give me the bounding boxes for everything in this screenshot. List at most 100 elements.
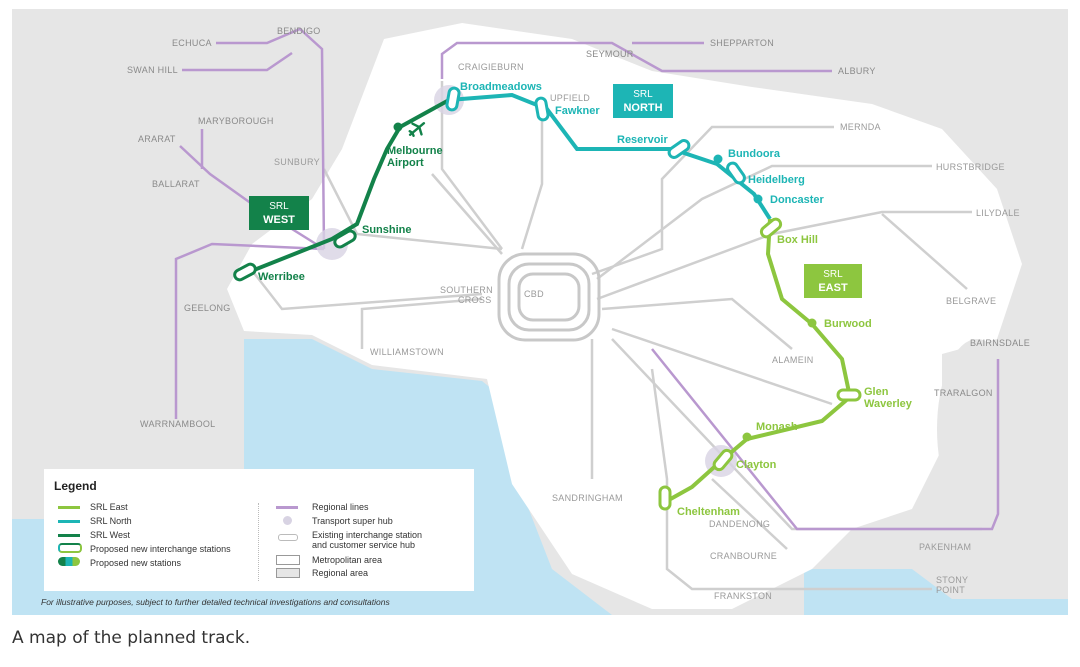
- srl-north-tag-line2: NORTH: [623, 102, 662, 114]
- legend-swatch-interchange: [58, 543, 82, 553]
- label-traralgon: TRARALGON: [934, 388, 993, 398]
- legend-swatch-super-hub: [283, 516, 292, 525]
- interchange-clayton: [712, 448, 734, 472]
- legend-srl-north: SRL North: [90, 516, 132, 526]
- metro-line-sunbury: [322, 168, 503, 251]
- metro-line-lilydale: [596, 210, 972, 301]
- label-melbourne: Melbourne: [387, 145, 443, 157]
- label-seymour: SEYMOUR: [586, 49, 634, 59]
- legend-regional-area: Regional area: [312, 568, 369, 578]
- label-clayton: Clayton: [736, 459, 777, 471]
- station-dot-monash: [742, 432, 752, 442]
- regional-line-geelong: [174, 242, 325, 419]
- legend-interchange: Proposed new interchange stations: [90, 544, 231, 554]
- label-frankston: FRANKSTON: [714, 591, 772, 601]
- label-alamein: ALAMEIN: [772, 355, 814, 365]
- label-reservoir: Reservoir: [617, 134, 668, 146]
- legend-regional-lines: Regional lines: [312, 502, 369, 512]
- metro-line-alamein: [601, 297, 793, 350]
- interchange-box-hill: [759, 217, 783, 239]
- label-sunbury: SUNBURY: [274, 157, 320, 167]
- interchange-stations: [233, 86, 862, 511]
- legend-swatch-srl-east: [58, 506, 80, 509]
- metro-line-cranbourne: [711, 478, 788, 550]
- legend: Legend SRL East SRL North SRL West Propo…: [44, 469, 474, 591]
- label-point: POINT: [936, 585, 965, 595]
- legend-swatch-existing-interchange: [278, 534, 298, 541]
- metro-line-werribee-metro: [246, 263, 483, 311]
- regional-labels: BENDIGO ECHUCA SWAN HILL MARYBOROUGH ARA…: [127, 26, 1030, 429]
- interchange-glen-waverley: [836, 388, 862, 402]
- legend-swatch-srl-west: [58, 534, 80, 537]
- label-waverley: Waverley: [864, 398, 913, 410]
- label-maryborough: MARYBOROUGH: [198, 116, 274, 126]
- label-glen: Glen: [864, 386, 889, 398]
- regional-lake: [937, 339, 1017, 519]
- label-upfield: UPFIELD: [550, 93, 590, 103]
- srl-west-tag-line1: SRL: [269, 201, 289, 212]
- label-echuca: ECHUCA: [172, 38, 212, 48]
- label-broadmeadows: Broadmeadows: [460, 81, 542, 93]
- srl-east-tag-line2: EAST: [818, 282, 848, 294]
- label-pakenham: PAKENHAM: [919, 542, 971, 552]
- srl-west-tag: SRL WEST: [249, 196, 309, 230]
- label-cranbourne: CRANBOURNE: [710, 551, 777, 561]
- label-cbd: CBD: [524, 289, 544, 299]
- metro-line-glen-waverley: [611, 327, 833, 406]
- label-bundoora: Bundoora: [728, 148, 781, 160]
- label-cheltenham: Cheltenham: [677, 506, 740, 518]
- metro-line-mernda: [591, 125, 834, 276]
- station-dot-doncaster: [753, 194, 763, 204]
- interchange-reservoir: [667, 139, 691, 159]
- image-caption: A map of the planned track.: [12, 628, 251, 648]
- metro-line-south-morang: [431, 173, 503, 255]
- metropolitan-area: [227, 23, 1022, 609]
- metro-line-frankston: [650, 368, 932, 591]
- srl-east-tag-line1: SRL: [823, 269, 843, 280]
- label-sandringham: SANDRINGHAM: [552, 493, 623, 503]
- legend-swatch-metro-area: [276, 555, 300, 565]
- legend-existing-interchange-1: Existing interchange station: [312, 530, 423, 540]
- label-burwood: Burwood: [824, 318, 872, 330]
- cbd-loop: [497, 252, 601, 342]
- label-werribee: Werribee: [258, 271, 305, 283]
- interchange-cheltenham: [658, 485, 672, 511]
- regional-line-seymour: [440, 41, 832, 79]
- legend-title: Legend: [54, 479, 97, 493]
- metro-line-upfield: [520, 109, 544, 250]
- legend-new-stations: Proposed new stations: [90, 558, 182, 568]
- map-frame: SRL WEST SRL NORTH SRL EAST Broadmeadows…: [12, 9, 1068, 615]
- label-airport: Airport: [387, 157, 424, 169]
- legend-existing-interchange-2: and customer service hub: [312, 540, 416, 550]
- label-southern: SOUTHERN: [440, 285, 493, 295]
- label-doncaster: Doncaster: [770, 194, 825, 206]
- western-port: [804, 569, 1068, 615]
- legend-super-hub: Transport super hub: [312, 516, 393, 526]
- legend-metro-area: Metropolitan area: [312, 555, 383, 565]
- station-dot-bundoora: [713, 154, 723, 164]
- label-shepparton: SHEPPARTON: [710, 38, 774, 48]
- legend-swatch-regional: [276, 506, 298, 509]
- srl-east-tag: SRL EAST: [804, 264, 862, 298]
- label-sunshine: Sunshine: [362, 224, 412, 236]
- label-ararat: ARARAT: [138, 134, 176, 144]
- interchange-werribee: [233, 262, 257, 282]
- label-monash: Monash: [756, 421, 798, 433]
- label-cross: CROSS: [458, 295, 492, 305]
- srl-west-tag-line2: WEST: [263, 214, 295, 226]
- srl-north-tag: SRL NORTH: [613, 84, 673, 118]
- label-craigieburn: CRAIGIEBURN: [458, 62, 524, 72]
- label-ballarat: BALLARAT: [152, 179, 200, 189]
- label-stony: STONY: [936, 575, 968, 585]
- label-bairnsdale: BAIRNSDALE: [970, 338, 1030, 348]
- label-swan-hill: SWAN HILL: [127, 65, 178, 75]
- legend-divider: [258, 503, 260, 581]
- label-fawkner: Fawkner: [555, 105, 600, 117]
- regional-line-swan-hill: [182, 51, 293, 72]
- label-lilydale: LILYDALE: [976, 208, 1020, 218]
- legend-srl-east: SRL East: [90, 502, 128, 512]
- label-belgrave: BELGRAVE: [946, 296, 996, 306]
- metro-lines: [246, 81, 982, 591]
- srl-station-labels: Broadmeadows Fawkner Melbourne Airport R…: [258, 81, 913, 518]
- label-dandenong: DANDENONG: [709, 519, 770, 529]
